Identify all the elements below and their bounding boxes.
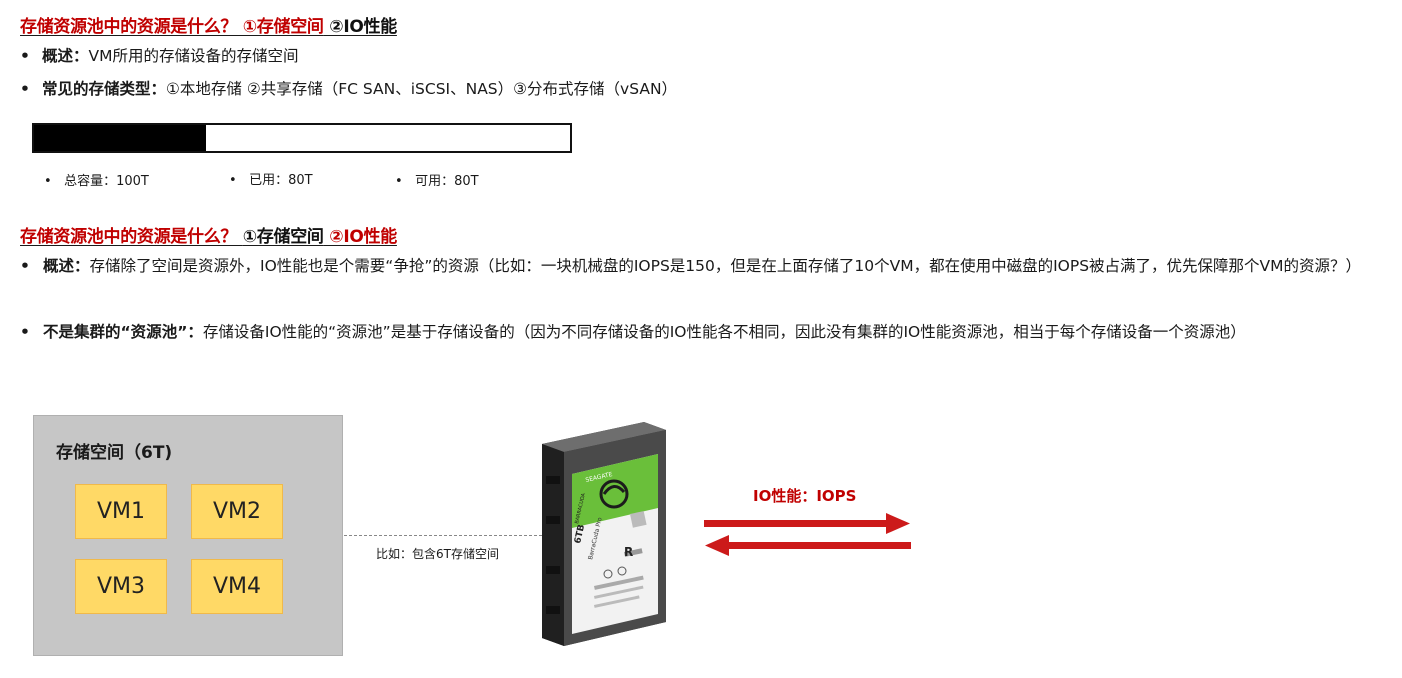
dashed-connector (344, 535, 542, 536)
bullet-dot: • (20, 257, 30, 275)
bullet-text: VM所用的存储设备的存储空间 (88, 47, 299, 65)
bullet-dot: • (20, 323, 30, 341)
io-arrows (704, 513, 911, 556)
vm-box: VM4 (191, 559, 283, 614)
arrow-left-icon (705, 535, 911, 556)
vm-box: VM3 (75, 559, 167, 614)
bullet-label: 常见的存储类型： (42, 80, 167, 98)
section1-heading-part1: 存储资源池中的资源是什么？ ①存储空间 (20, 17, 324, 37)
hdd-capacity-text: 6TB (573, 524, 587, 545)
capacity-used-text: 已用：80T (249, 173, 313, 188)
dashed-note: 比如：包含6T存储空间 (376, 547, 499, 561)
vm-box: VM2 (191, 484, 283, 539)
section2-bullet-overview: • 概述：存储除了空间是资源外，IO性能也是个需要“争抢”的资源（比如：一块机械… (20, 250, 1390, 283)
bullet-text: ①本地存储 ②共享存储（FC SAN、iSCSI、NAS）③分布式存储（vSAN… (166, 80, 678, 98)
arrow-right-icon (704, 513, 910, 534)
storage-space-pool: 存储空间（6T) VM1 VM2 VM3 VM4 (33, 415, 343, 656)
bullet-label: 概述： (42, 47, 89, 65)
vm-box: VM1 (75, 484, 167, 539)
section2-heading-part2: ①存储空间 (242, 227, 324, 247)
capacity-free-label: • 可用：80T (395, 174, 479, 189)
capacity-free-text: 可用：80T (415, 174, 479, 189)
bullet-text: 存储除了空间是资源外，IO性能也是个需要“争抢”的资源（比如：一块机械盘的IOP… (89, 257, 1362, 275)
bullet-label: 不是集群的“资源池”： (43, 323, 203, 341)
capacity-total-text: 总容量：100T (64, 174, 149, 189)
pool-title: 存储空间（6T) (56, 443, 173, 463)
section1-heading-part2: ②IO性能 (323, 17, 397, 37)
bullet-label: 概述： (43, 257, 90, 275)
bullet-dot: • (20, 80, 30, 98)
storage-used-fill (34, 125, 206, 151)
section2-bullet-not-cluster: • 不是集群的“资源池”：存储设备IO性能的“资源池”是基于存储设备的（因为不同… (20, 316, 1390, 349)
section1-bullet-overview: • 概述：VM所用的存储设备的存储空间 (20, 40, 299, 73)
capacity-used-label: • 已用：80T (229, 173, 313, 188)
capacity-total-label: • 总容量：100T (44, 174, 149, 189)
svg-text:R: R (624, 545, 633, 559)
section2-heading-part1: 存储资源池中的资源是什么？ (20, 227, 243, 247)
hard-disk-drive-icon: SEAGATE BARRACUDA 6TB BarraCuda Pro R (542, 422, 666, 646)
section1-bullet-types: • 常见的存储类型：①本地存储 ②共享存储（FC SAN、iSCSI、NAS）③分… (20, 73, 677, 106)
storage-capacity-bar (32, 123, 572, 153)
io-performance-label: IO性能：IOPS (753, 487, 857, 505)
bullet-dot: • (20, 47, 30, 65)
section1-heading: 存储资源池中的资源是什么？ ①存储空间 ②IO性能 (20, 12, 397, 37)
section2-heading-part3: ②IO性能 (323, 227, 397, 247)
section2-heading: 存储资源池中的资源是什么？ ①存储空间 ②IO性能 (20, 222, 397, 247)
bullet-text: 存储设备IO性能的“资源池”是基于存储设备的（因为不同存储设备的IO性能各不相同… (202, 323, 1246, 341)
